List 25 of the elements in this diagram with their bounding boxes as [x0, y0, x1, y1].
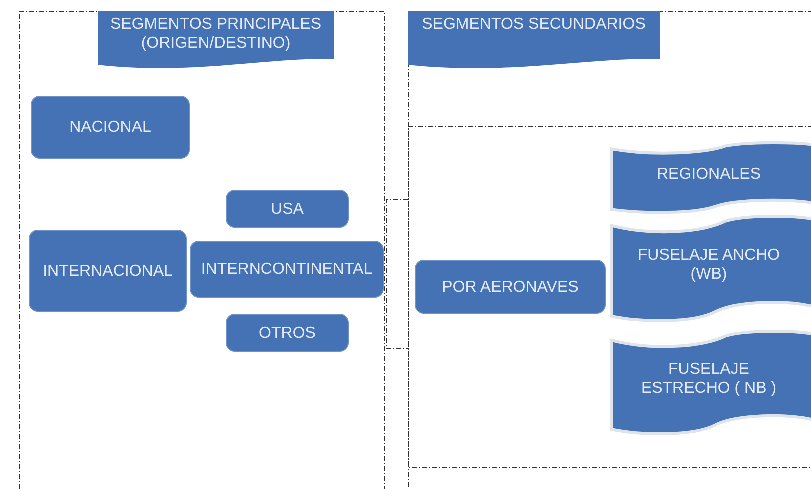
banner [98, 11, 334, 71]
dash-dot-frame [19, 11, 385, 489]
box-label: OTROS [259, 324, 316, 342]
banner [408, 11, 660, 71]
rounded-box [190, 241, 384, 298]
box-label: INTERNCONTINENTAL [201, 260, 373, 279]
ribbon-banner [612, 215, 811, 323]
ribbon-banner [612, 330, 811, 436]
box-label: POR AERONAVES [442, 278, 579, 296]
dash-dot-frame [408, 11, 811, 489]
box-label: USA [271, 200, 304, 218]
rounded-box [226, 314, 349, 352]
box-label: NACIONAL [70, 118, 152, 137]
rounded-box [29, 230, 187, 312]
rounded-box [226, 190, 349, 228]
rounded-box [415, 260, 606, 314]
rounded-box [31, 96, 190, 159]
box-label: FUSELAJE ESTRECHO ( NB ) [640, 360, 778, 398]
box-label: SEGMENTOS PRINCIPALES (ORIGEN/DESTINO) [109, 15, 322, 53]
box-label: REGIONALES [656, 164, 762, 184]
dash-dot-frame [408, 126, 811, 468]
box-label: FUSELAJE ANCHO (WB) [636, 246, 782, 284]
box-label: SEGMENTOS SECUNDARIOS [422, 15, 646, 34]
ribbon-banner [612, 142, 811, 214]
box-label: INTERNACIONAL [43, 262, 173, 280]
